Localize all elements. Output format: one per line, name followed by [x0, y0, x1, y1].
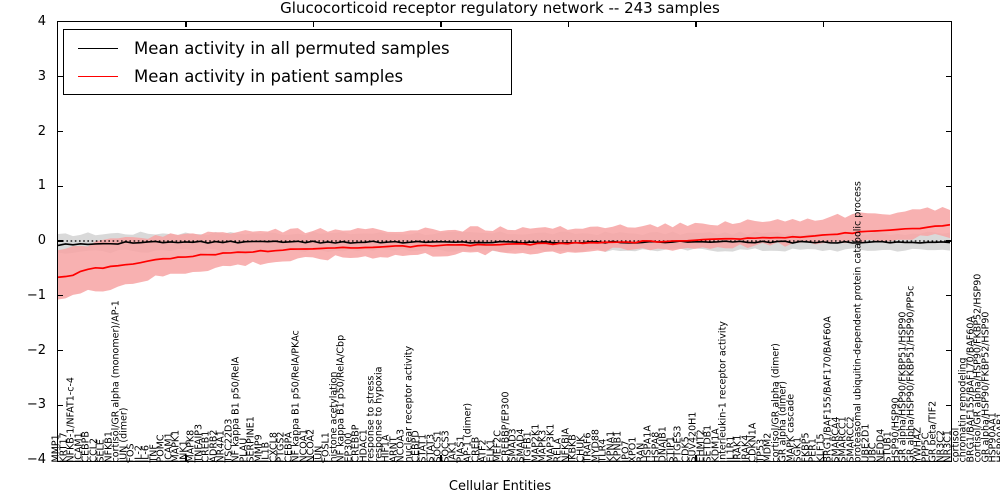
x-tick-mark: [312, 455, 315, 461]
chart-legend: Mean activity in all permuted samples Me…: [63, 29, 512, 95]
y-tick-label: −2: [26, 342, 46, 358]
legend-entry-permuted: Mean activity in all permuted samples: [64, 34, 511, 62]
x-tick-mark: [185, 21, 187, 27]
x-tick-label: proteasomal ubiquitin-dependent protein …: [852, 180, 864, 462]
y-tick-mark: [946, 404, 952, 406]
x-tick-mark: [440, 21, 442, 27]
y-tick-label: 3: [37, 68, 46, 84]
legend-label-permuted: Mean activity in all permuted samples: [134, 38, 450, 58]
x-tick-mark: [312, 21, 315, 27]
y-tick-label: 0: [37, 233, 46, 248]
legend-swatch-permuted: [78, 47, 118, 49]
x-axis-label: Cellular Entities: [448, 479, 552, 494]
y-tick-label: −1: [26, 287, 46, 303]
y-tick-mark: [946, 130, 952, 133]
y-tick-label: 1: [37, 178, 46, 194]
y-tick-mark: [946, 349, 952, 352]
legend-label-patient: Mean activity in patient samples: [134, 66, 404, 86]
x-tick-mark: [567, 21, 570, 27]
x-tick-mark: [185, 455, 187, 461]
y-tick-mark: [946, 185, 952, 187]
y-tick-label: −3: [26, 397, 46, 413]
y-tick-mark: [946, 76, 952, 78]
chart-title: Glucocorticoid receptor regulatory netwo…: [280, 0, 720, 17]
x-tick-label: HSP90AB1: [995, 411, 1000, 462]
y-tick-label: 4: [37, 14, 46, 29]
y-tick-mark: [57, 295, 63, 297]
y-tick-label: 2: [37, 123, 46, 139]
y-tick-label: −4: [26, 452, 46, 467]
y-tick-mark: [57, 130, 63, 133]
x-tick-mark: [440, 455, 442, 461]
chart-svg: [58, 206, 950, 300]
y-tick-mark: [57, 240, 63, 242]
y-tick-mark: [57, 349, 63, 352]
y-tick-mark: [57, 185, 63, 187]
x-tick-mark: [567, 455, 570, 461]
x-tick-mark: [822, 21, 824, 27]
y-tick-mark: [946, 295, 952, 297]
x-tick-mark: [695, 455, 697, 461]
patient-mean-line: [58, 223, 950, 279]
y-tick-mark: [946, 240, 952, 242]
y-tick-mark: [57, 76, 63, 78]
patient-confidence-band: [58, 206, 950, 300]
legend-swatch-patient: [78, 75, 118, 77]
y-tick-mark: [57, 404, 63, 406]
permuted-mean-line: [58, 240, 950, 247]
x-tick-mark: [695, 21, 697, 27]
plot-canvas: [58, 22, 950, 460]
x-tick-mark: [822, 455, 824, 461]
legend-entry-patient: Mean activity in patient samples: [64, 62, 511, 90]
